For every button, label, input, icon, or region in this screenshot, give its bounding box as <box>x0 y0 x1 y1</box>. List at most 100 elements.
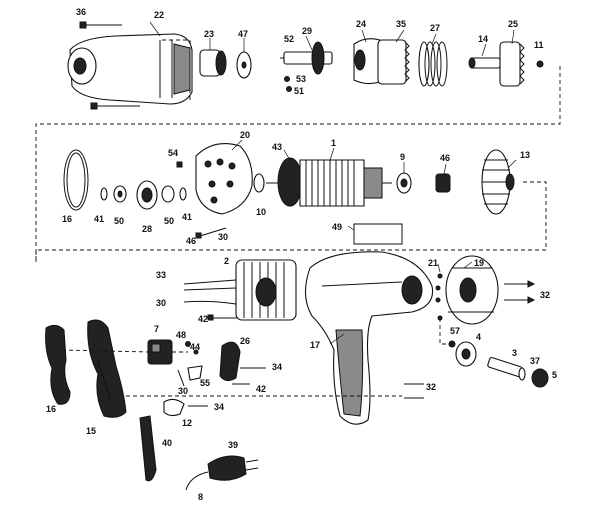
trigger-55 <box>187 365 203 381</box>
handle-half-16 <box>45 324 71 405</box>
callout-42a: 42 <box>198 314 208 324</box>
callout-10: 10 <box>256 207 266 217</box>
callout-2: 2 <box>224 256 229 266</box>
callout-11: 11 <box>534 40 544 50</box>
callout-37: 37 <box>530 356 540 366</box>
end-plate-19 <box>445 255 499 325</box>
callout-22: 22 <box>154 10 164 20</box>
callout-3: 3 <box>512 348 517 358</box>
callout-26: 26 <box>240 336 250 346</box>
callout-23: 23 <box>204 29 214 39</box>
hammer-24 <box>353 38 381 85</box>
bearing-50-b <box>161 185 175 203</box>
screw-36-lower <box>90 102 140 110</box>
callout-30a: 30 <box>218 232 228 242</box>
assembly-link-clutch <box>439 318 456 345</box>
callout-16a: 16 <box>62 214 72 224</box>
shaft-14 <box>468 57 501 69</box>
handle-half-15 <box>87 319 127 418</box>
callout-51: 51 <box>294 86 304 96</box>
callout-32a: 32 <box>540 290 550 300</box>
washer-37 <box>518 367 526 381</box>
callout-40: 40 <box>162 438 172 448</box>
washer-41-b <box>179 187 187 201</box>
assembly-link-row2 <box>35 181 547 262</box>
callout-48: 48 <box>176 330 186 340</box>
wire-30-lower <box>177 369 185 387</box>
callout-54: 54 <box>168 148 178 158</box>
callout-9: 9 <box>400 152 405 162</box>
callout-17: 17 <box>310 340 320 350</box>
cord-clamp-12 <box>163 398 185 417</box>
callout-7: 7 <box>154 324 159 334</box>
callout-44: 44 <box>190 342 200 352</box>
callout-13: 13 <box>520 150 530 160</box>
callout-43: 43 <box>272 142 282 152</box>
callout-25: 25 <box>508 19 518 29</box>
plug-39 <box>207 455 259 481</box>
callout-50b: 50 <box>164 216 174 226</box>
callout-41b: 41 <box>182 212 192 222</box>
field-leads-33 <box>183 279 237 291</box>
cord-8 <box>185 471 209 491</box>
callout-5: 5 <box>552 370 557 380</box>
knob-5 <box>531 368 549 388</box>
callout-33: 33 <box>156 270 166 280</box>
screws-32 <box>504 280 536 304</box>
lock-button-26 <box>219 341 241 382</box>
callout-53: 53 <box>296 74 306 84</box>
end-bell-20 <box>195 143 253 215</box>
callout-34a: 34 <box>272 362 282 372</box>
callout-34b: 34 <box>214 402 224 412</box>
callout-39: 39 <box>228 440 238 450</box>
callout-57: 57 <box>450 326 460 336</box>
pulley-28 <box>136 180 158 210</box>
bushing-23 <box>199 49 227 77</box>
callout-27: 27 <box>430 23 440 33</box>
callout-46a: 46 <box>440 153 450 163</box>
bearing-46 <box>435 173 451 193</box>
callout-1: 1 <box>331 138 336 148</box>
callout-4: 4 <box>476 332 481 342</box>
callout-52: 52 <box>284 34 294 44</box>
bearing-50 <box>113 185 127 203</box>
callout-41a: 41 <box>94 214 104 224</box>
callout-16b: 16 <box>46 404 56 414</box>
callout-42b: 42 <box>256 384 266 394</box>
clutch-4 <box>455 341 477 367</box>
washer-10 <box>253 173 265 193</box>
callout-35: 35 <box>396 19 406 29</box>
pin-21 <box>435 273 443 321</box>
callout-30b: 30 <box>156 298 166 308</box>
screw-42 <box>207 314 238 321</box>
callout-46b: 46 <box>186 236 196 246</box>
spring-44 <box>193 349 199 355</box>
housing-17 <box>304 251 434 425</box>
callout-50a: 50 <box>114 216 124 226</box>
callout-30c: 30 <box>178 386 188 396</box>
cord-protector-40 <box>139 415 157 482</box>
gear-25 <box>499 41 525 87</box>
screw-36 <box>79 21 122 29</box>
field-2 <box>235 259 297 321</box>
callout-19: 19 <box>474 258 484 268</box>
screw-30-row2 <box>195 227 227 239</box>
callout-28: 28 <box>142 224 152 234</box>
callout-labels: 1 2 3 4 5 7 8 9 10 11 12 13 14 15 16 16 … <box>46 7 557 502</box>
ball-51 <box>286 86 292 92</box>
armature-1 <box>277 157 392 207</box>
callout-15: 15 <box>86 426 96 436</box>
callout-47: 47 <box>238 29 248 39</box>
ball-11 <box>536 60 544 68</box>
fan-13 <box>481 149 515 215</box>
switch-7 <box>147 339 173 365</box>
clip-54 <box>176 161 183 168</box>
spindle-29 <box>283 41 333 75</box>
callout-24: 24 <box>356 19 366 29</box>
spring-48 <box>185 341 191 347</box>
assembly-link-switch <box>61 349 188 353</box>
leader-lines <box>149 21 517 345</box>
callout-12: 12 <box>182 418 192 428</box>
gear-case-22 <box>67 33 193 105</box>
